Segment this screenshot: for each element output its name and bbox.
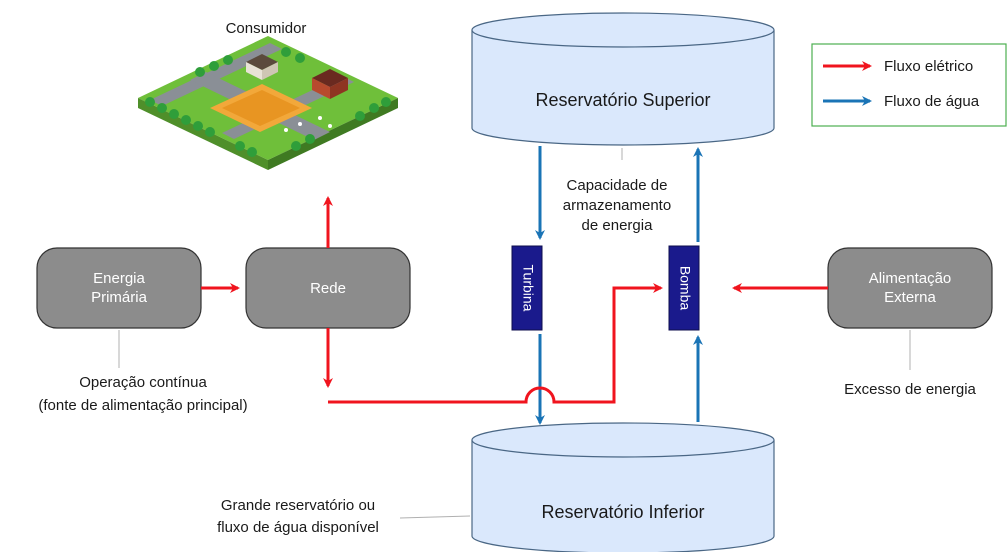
legend: Fluxo elétrico Fluxo de água — [811, 43, 1007, 127]
continuous-operation-line2: (fonte de alimentação principal) — [38, 397, 247, 414]
primary-energy-label-line2: Primária — [91, 289, 147, 306]
storage-capacity-line1: Capacidade de — [567, 177, 668, 194]
pump-label: Bomba — [677, 266, 693, 311]
continuous-operation-line1: Operação contínua — [79, 374, 207, 391]
upper-reservoir — [471, 12, 775, 146]
connector-lower-note — [399, 515, 471, 519]
primary-energy-node — [36, 247, 202, 329]
storage-capacity-line2: armazenamento — [563, 197, 671, 214]
upper-reservoir-label: Reservatório Superior — [535, 90, 710, 110]
storage-capacity-line3: de energia — [582, 217, 654, 234]
turbine-block — [511, 245, 543, 331]
consumer-label: Consumidor — [226, 20, 307, 37]
legend-water-label: Fluxo de água — [884, 93, 980, 110]
grid-label: Rede — [310, 280, 346, 297]
consumer-town-illustration — [138, 36, 398, 170]
primary-energy-label-line1: Energia — [93, 270, 145, 287]
electric-line-grid-to-pump — [328, 283, 663, 404]
pump-block — [668, 245, 700, 331]
lower-reservoir — [471, 422, 775, 552]
turbine-label: Turbina — [520, 265, 536, 312]
legend-box — [811, 43, 1007, 127]
lower-reservoir-label: Reservatório Inferior — [541, 502, 704, 522]
excess-energy-label: Excesso de energia — [844, 381, 976, 398]
external-power-label-line2: Externa — [884, 289, 936, 306]
external-power-label-line1: Alimentação — [869, 270, 952, 287]
legend-electric-label: Fluxo elétrico — [884, 58, 973, 75]
lower-reservoir-note-line2: fluxo de água disponível — [217, 519, 379, 536]
external-power-node — [827, 247, 993, 329]
lower-reservoir-note-line1: Grande reservatório ou — [221, 497, 375, 514]
